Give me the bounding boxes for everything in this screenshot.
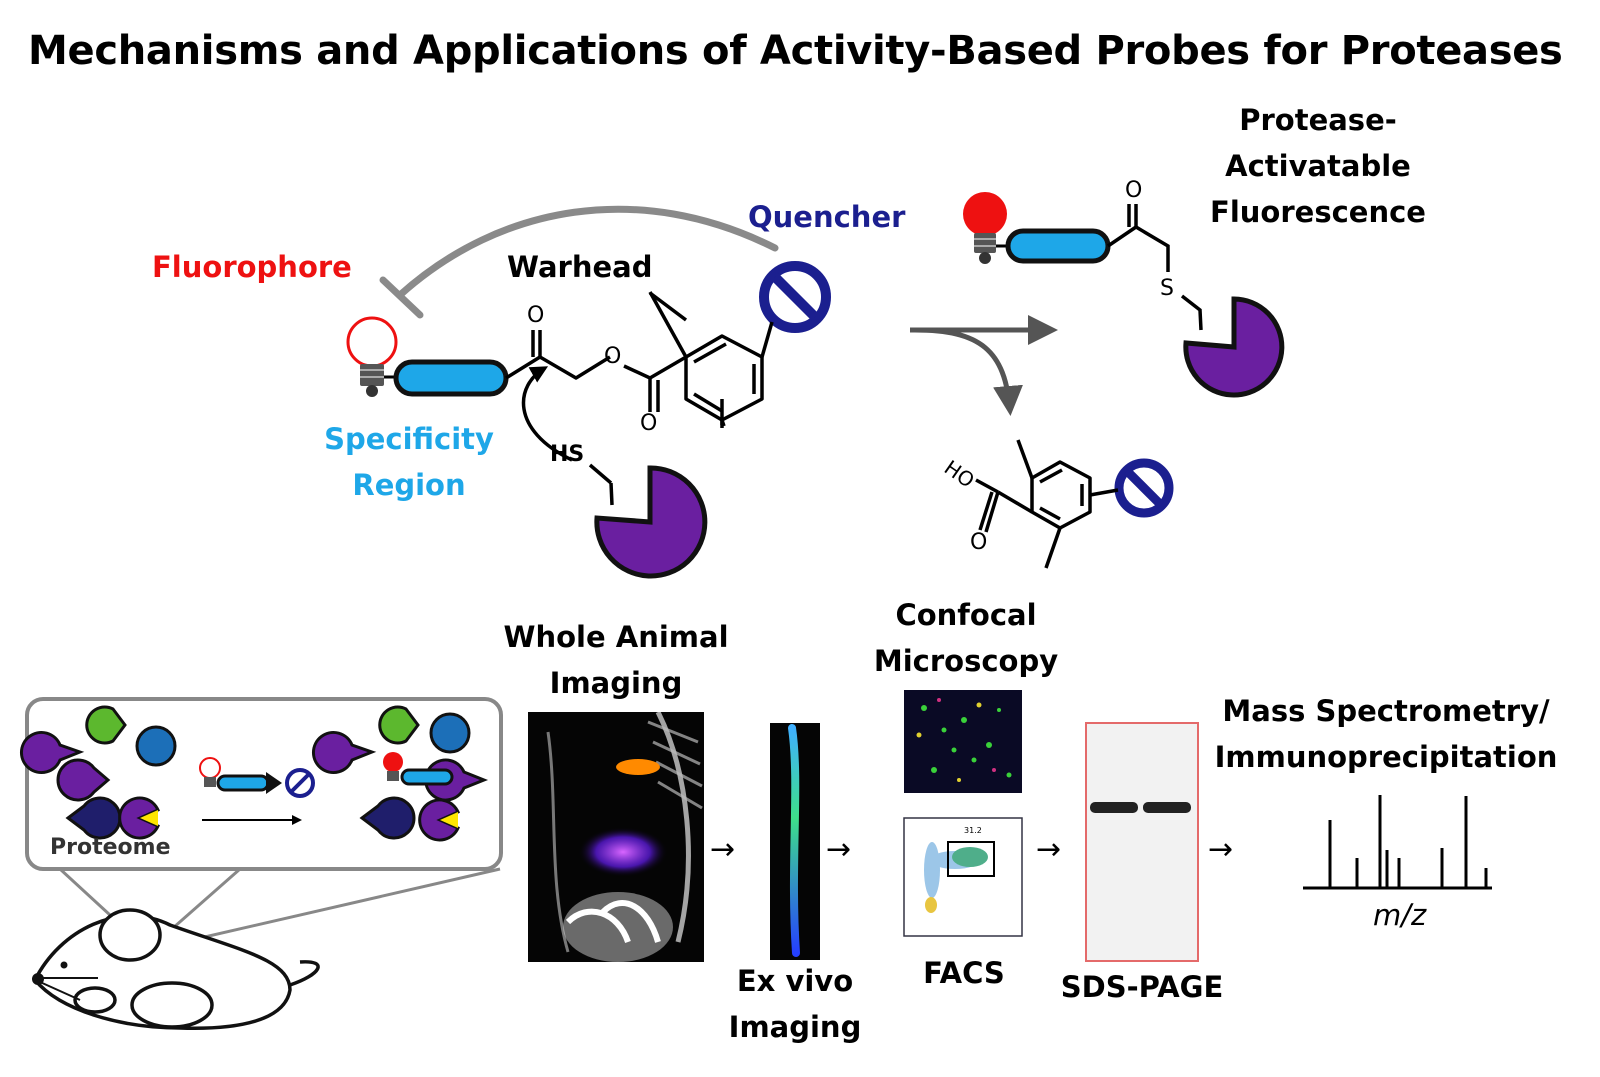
mass-spec-line-2: Immunoprecipitation: [1214, 740, 1558, 774]
warhead-label: Warhead: [507, 250, 653, 284]
fluorophore-bulb-off-icon: [346, 316, 398, 397]
proteome-label: Proteome: [50, 835, 171, 860]
mass-spec-label: Mass Spectrometry/ Immunoprecipitation: [1215, 688, 1558, 780]
ex-vivo-line-1: Ex vivo: [736, 964, 854, 998]
flow-arrow-3: →: [1036, 832, 1062, 867]
facs-plot: [903, 817, 1023, 937]
atom-o-acid: O: [970, 530, 988, 555]
atom-o-ester: O: [604, 344, 622, 369]
activatable-line-1: Protease-: [1239, 103, 1397, 137]
mz-axis-label: m/z: [1373, 898, 1427, 932]
atom-o-carbonyl: O: [640, 411, 658, 436]
whole-animal-label: Whole Animal Imaging: [503, 614, 728, 706]
confocal-line-1: Confocal: [895, 598, 1037, 632]
specificity-line-1: Specificity: [324, 422, 494, 456]
diagram-title: Mechanisms and Applications of Activity-…: [28, 28, 1563, 74]
ex-vivo-image: [770, 723, 820, 960]
flow-arrow-1: →: [710, 832, 736, 867]
confocal-image: [904, 690, 1022, 793]
mass-spec-line-1: Mass Spectrometry/: [1222, 694, 1550, 728]
atom-s-product: S: [1160, 276, 1174, 301]
atom-hs: HS: [550, 442, 585, 467]
specificity-region-label: Specificity Region: [324, 416, 494, 508]
quencher-label: Quencher: [748, 200, 906, 234]
sds-page-label: SDS-PAGE: [1060, 970, 1224, 1004]
protease-labeled-icon: [1183, 296, 1285, 398]
activatable-fluorescence-label: Protease- Activatable Fluorescence: [1210, 97, 1426, 235]
fluorophore-label: Fluorophore: [152, 250, 352, 284]
quenching-inhibition-arc: [396, 205, 779, 299]
flow-arrow-4: →: [1208, 832, 1234, 867]
ex-vivo-label: Ex vivo Imaging: [729, 958, 862, 1050]
confocal-label: Confocal Microscopy: [874, 592, 1058, 684]
mass-spectrum-peaks: [1303, 795, 1492, 890]
whole-animal-line-2: Imaging: [549, 666, 683, 700]
confocal-line-2: Microscopy: [873, 644, 1059, 678]
fluorophore-bulb-on-icon: [963, 192, 1007, 264]
quencher-released-icon: [1114, 458, 1174, 518]
whole-animal-image: [528, 712, 704, 962]
activatable-line-3: Fluorescence: [1210, 195, 1426, 229]
inhibition-bar: [379, 276, 424, 319]
atom-o-ketone: O: [527, 303, 545, 328]
mouse-outline-icon: [33, 908, 320, 1030]
sds-page-gel: [1085, 722, 1199, 962]
proteome-enzymes: [19, 705, 177, 840]
facs-label: FACS: [923, 956, 1005, 990]
quencher-icon: [759, 261, 831, 333]
nucleophilic-attack-arrow: [521, 366, 573, 462]
flow-arrow-2: →: [826, 832, 852, 867]
activatable-line-2: Activatable: [1225, 149, 1411, 183]
whole-animal-line-1: Whole Animal: [503, 620, 729, 654]
specificity-line-2: Region: [352, 468, 466, 502]
protease-enzyme-icon: [594, 465, 708, 579]
atom-o-product: O: [1125, 178, 1143, 203]
ex-vivo-line-2: Imaging: [728, 1010, 862, 1044]
facs-gate-value: 31.2: [964, 826, 982, 835]
